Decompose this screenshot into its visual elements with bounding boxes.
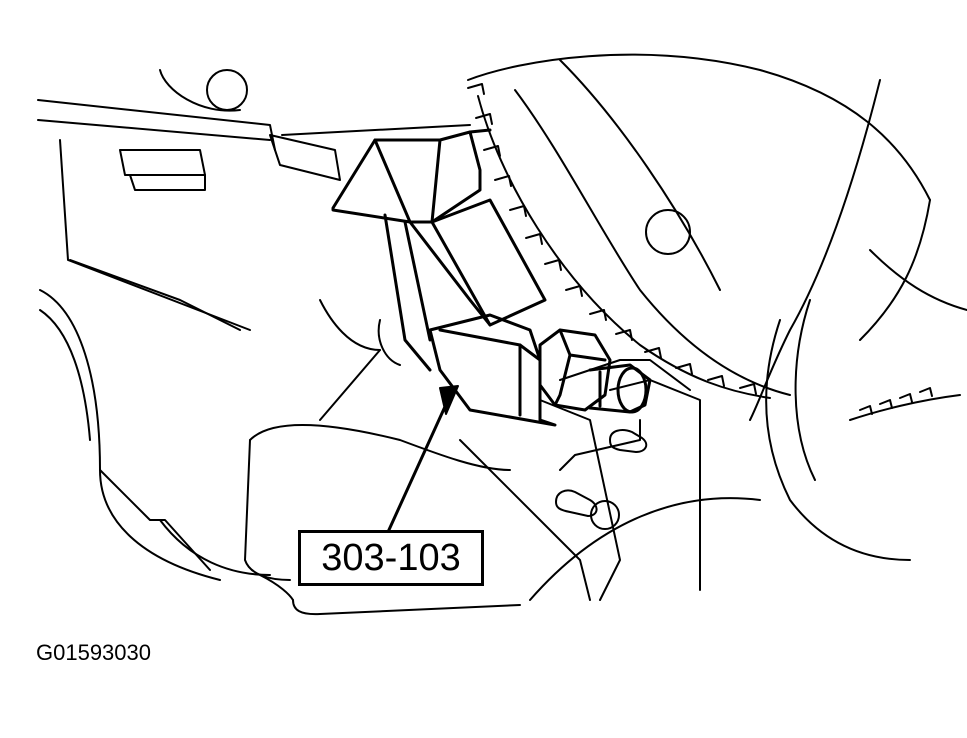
flywheel [206,53,931,421]
figure-id-label: G01593030 [36,640,151,665]
sensor-bracket [244,124,701,601]
leader-arrow [386,385,459,534]
reluctor-ring-teeth [467,83,771,399]
crankshaft-sensor-tool [331,128,652,427]
tool-number-callout: 303-103 [298,530,484,586]
outer-ring [765,249,967,561]
lower-housing-arc [259,497,761,616]
tool-number-label: 303-103 [321,536,461,579]
engine-block [37,69,276,581]
